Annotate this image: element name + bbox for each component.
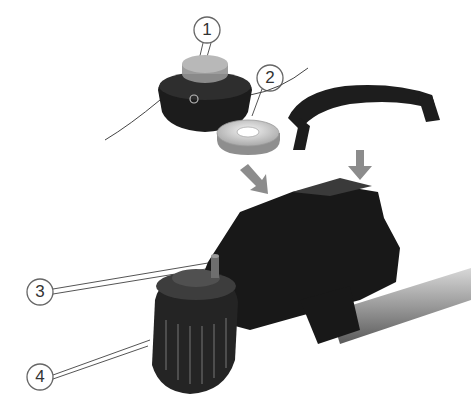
callout-number: 2 xyxy=(258,66,282,90)
callout-number: 3 xyxy=(28,280,52,304)
gear-housing xyxy=(152,178,400,394)
guard xyxy=(288,85,440,150)
washer xyxy=(217,120,280,155)
callout-number: 1 xyxy=(195,18,219,42)
callout-number: 4 xyxy=(28,365,52,389)
